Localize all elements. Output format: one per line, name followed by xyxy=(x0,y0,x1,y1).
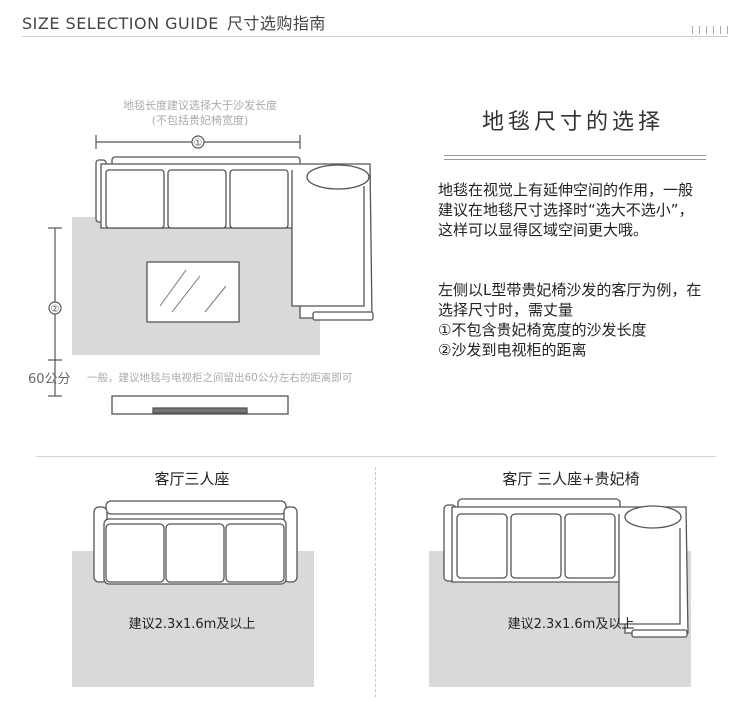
length-note-line: (不包括贵妃椅宽度) xyxy=(151,114,249,127)
l-sofa-main xyxy=(95,156,374,321)
distance-note: 一般，建议地毯与电视柜之间留出60公分左右的距离即可 xyxy=(87,372,353,384)
tv-cabinet xyxy=(111,395,289,415)
header-title: SIZE SELECTION GUIDE 尺寸选购指南 xyxy=(22,10,326,34)
coffee-table xyxy=(146,261,240,323)
paragraph-line: ①不包含贵妃椅宽度的沙发长度 xyxy=(438,321,647,339)
three-seat-sofa xyxy=(93,500,298,585)
header-divider xyxy=(22,36,728,37)
header-title-en: SIZE SELECTION GUIDE xyxy=(22,14,219,33)
title-rule xyxy=(444,159,706,160)
column-divider xyxy=(375,467,376,697)
section-title: 地毯尺寸的选择 xyxy=(481,110,664,135)
example-caption-left: 客厅三人座 xyxy=(154,470,230,488)
l-sofa-small xyxy=(443,498,689,638)
length-note-line: 地毯长度建议选择大于沙发长度 xyxy=(123,99,277,112)
paragraph-line: ②沙发到电视柜的距离 xyxy=(438,341,587,359)
paragraph-line: 地毯在视觉上有延伸空间的作用，一般 xyxy=(438,181,694,199)
paragraph-line: 建议在地毯尺寸选择时“选大不选小”， xyxy=(438,201,694,219)
marker-2-label: ② xyxy=(51,304,60,315)
paragraph-line: 左侧以L型带贵妃椅沙发的客厅为例，在 xyxy=(438,281,702,299)
length-note: 地毯长度建议选择大于沙发长度 (不包括贵妃椅宽度) xyxy=(96,98,304,128)
recommendation-left: 建议2.3x1.6m及以上 xyxy=(128,617,256,632)
paragraph-line: 选择尺寸时，需丈量 xyxy=(438,301,574,319)
marker-1-circle xyxy=(191,135,205,149)
section-divider xyxy=(36,456,716,457)
recommendation-right: 建议2.3x1.6m及以上 xyxy=(507,617,635,632)
ruler-icon xyxy=(690,24,730,34)
distance-label: 60公分 xyxy=(28,372,71,387)
intro-paragraph: 地毯在视觉上有延伸空间的作用，一般 建议在地毯尺寸选择时“选大不选小”， 这样可… xyxy=(438,180,743,240)
marker-2-circle xyxy=(48,301,62,315)
marker-1-label: ① xyxy=(194,138,203,149)
measure-paragraph: 左侧以L型带贵妃椅沙发的客厅为例，在 选择尺寸时，需丈量 ①不包含贵妃椅宽度的沙… xyxy=(438,280,748,360)
header-title-cn: 尺寸选购指南 xyxy=(226,14,326,33)
example-caption-right: 客厅 三人座+贵妃椅 xyxy=(502,470,640,488)
title-rule xyxy=(444,155,706,156)
paragraph-line: 这样可以显得区域空间更大哦。 xyxy=(438,221,649,239)
